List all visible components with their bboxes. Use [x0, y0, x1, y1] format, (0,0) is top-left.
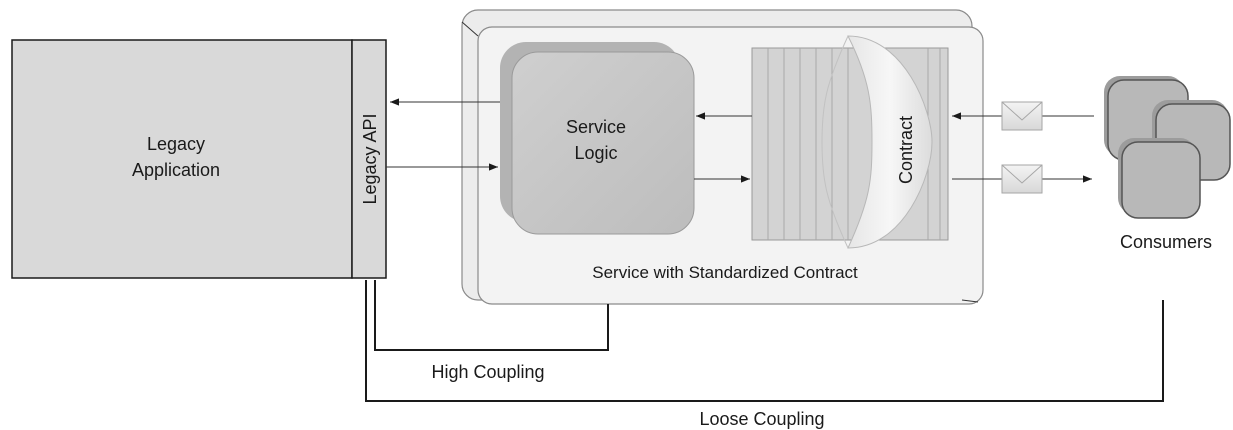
- high-coupling: High Coupling: [374, 280, 609, 382]
- legacy-application-label-line2: Application: [132, 160, 220, 180]
- legacy-application: Legacy Application: [11, 39, 353, 279]
- consumer-icon: [1118, 138, 1201, 219]
- contract-lens: Contract: [821, 35, 933, 249]
- legacy-api-label: Legacy API: [360, 113, 380, 204]
- service-logic-label-line2: Logic: [574, 143, 617, 163]
- consumers-group: Consumers: [1104, 76, 1231, 252]
- service-container-label: Service with Standardized Contract: [592, 263, 858, 282]
- high-coupling-label: High Coupling: [431, 362, 544, 382]
- contract-label: Contract: [896, 116, 916, 184]
- loose-coupling: Loose Coupling: [365, 280, 1164, 429]
- service-logic-label-line1: Service: [566, 117, 626, 137]
- service-logic: Service Logic: [500, 42, 695, 235]
- message-envelope-icon: [1001, 101, 1043, 131]
- legacy-api: Legacy API: [351, 39, 387, 279]
- message-envelope-icon: [1001, 164, 1043, 194]
- legacy-application-label-line1: Legacy: [147, 134, 205, 154]
- consumers-label: Consumers: [1120, 232, 1212, 252]
- loose-coupling-label: Loose Coupling: [699, 409, 824, 429]
